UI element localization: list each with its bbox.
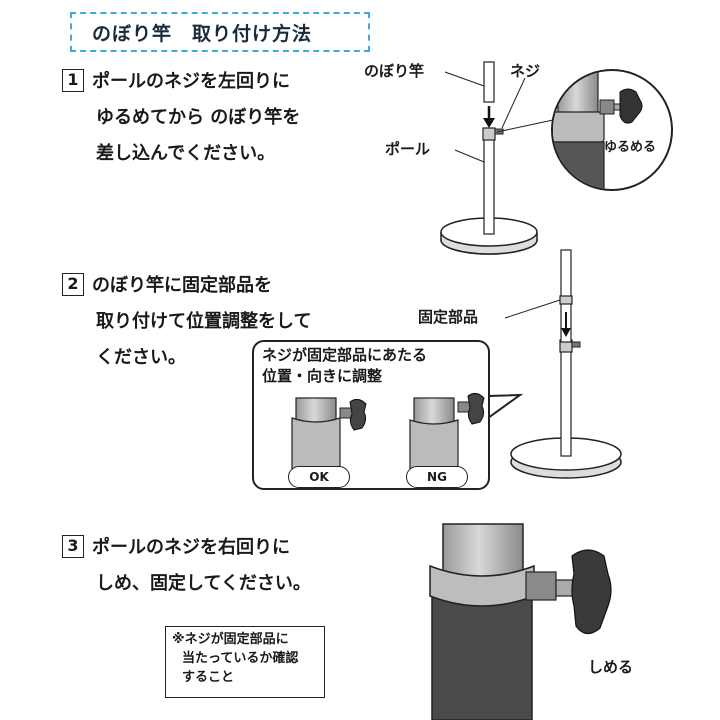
label-shimeru: しめる	[588, 658, 634, 676]
ng-badge: NG	[406, 466, 468, 488]
step-number: 2	[62, 273, 84, 296]
label-nobori: のぼり竿	[364, 62, 425, 80]
step2-stand-illustration	[486, 249, 622, 479]
label-kotei: 固定部品	[418, 308, 479, 326]
ok-badge: OK	[288, 466, 350, 488]
callout-text: ネジが固定部品にあたる 位置・向きに調整	[262, 346, 428, 385]
label-pole: ポール	[385, 140, 431, 158]
label-neji: ネジ	[510, 62, 541, 80]
page-title: のぼり竿 取り付け方法	[70, 12, 370, 52]
note-box: ※ネジが固定部品に 当たっているか確認 すること	[165, 626, 325, 698]
step-number: 3	[62, 535, 84, 558]
label-yurumeru: ゆるめる	[604, 140, 657, 155]
step-number: 1	[62, 69, 84, 92]
step1-stand-illustration	[440, 61, 673, 255]
